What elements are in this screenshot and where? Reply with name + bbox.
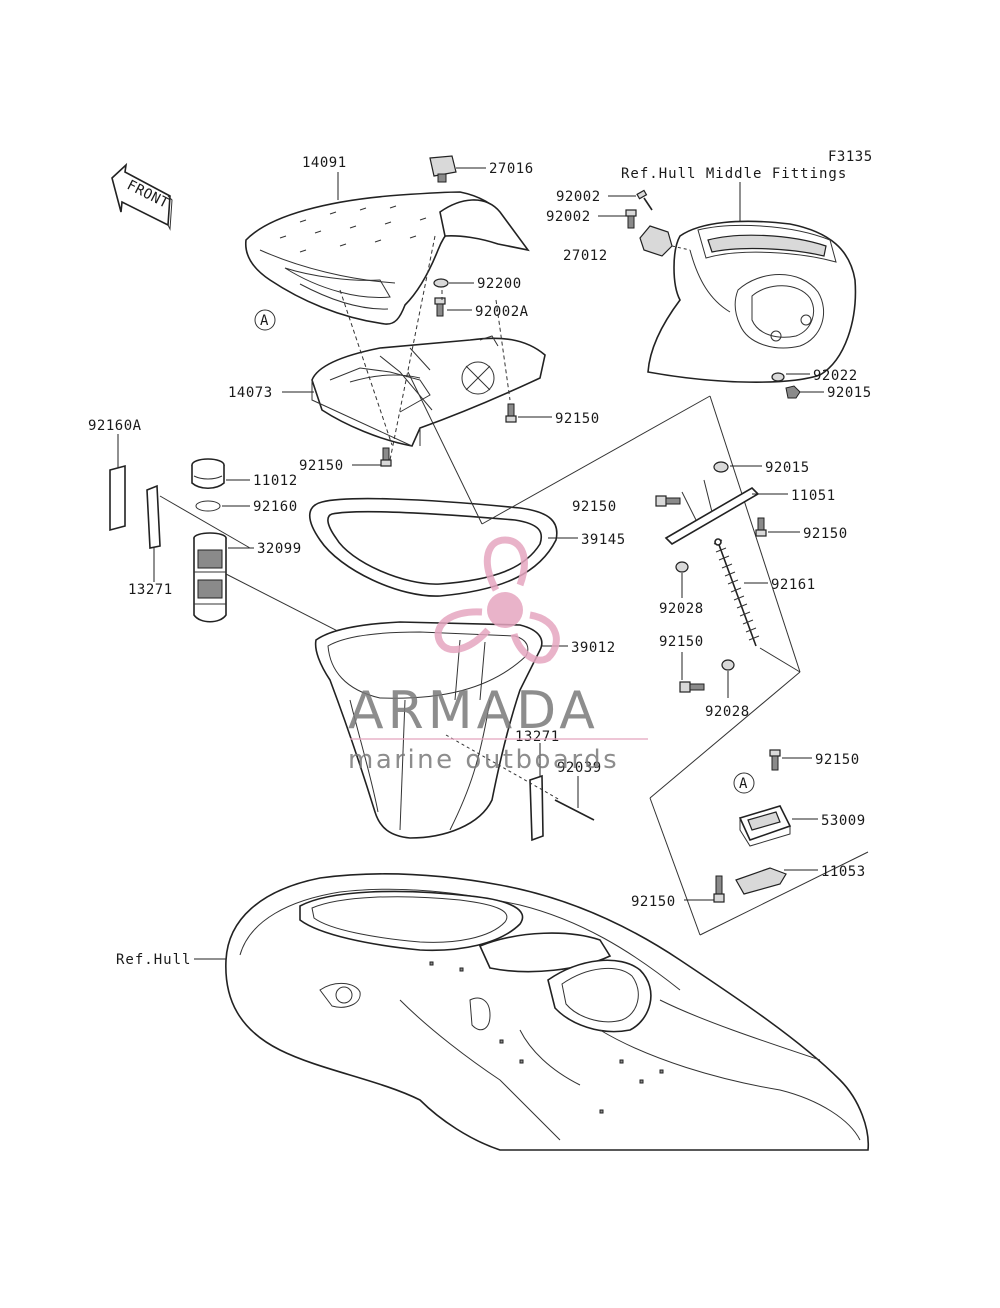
bolt-92150-top-drawing [505, 403, 517, 423]
part-11012: 11012 [253, 473, 298, 489]
part-27016: 27016 [489, 161, 534, 177]
part-92150-r3: 92150 [659, 634, 704, 650]
part-92150-top: 92150 [555, 411, 600, 427]
seat-base-14073 [311, 335, 546, 447]
hull-middle-fittings-drawing [647, 220, 857, 383]
part-92150-r2: 92150 [803, 526, 848, 542]
figure-code: F3135 [828, 149, 873, 165]
part-92161: 92161 [771, 577, 816, 593]
washer-92200-drawing [433, 278, 449, 288]
strip-13271-mid-drawing [529, 774, 544, 842]
front-direction-arrow: FRONT [111, 162, 173, 231]
part-13271-left: 13271 [128, 582, 173, 598]
strip-92160A-drawing [109, 464, 126, 532]
part-92015-top: 92015 [827, 385, 872, 401]
part-92022: 92022 [813, 368, 858, 384]
bolt-92002-b-drawing [625, 209, 637, 229]
part-92002-b: 92002 [546, 209, 591, 225]
bolt-92150-r3-drawing [679, 681, 705, 693]
part-92150-r5: 92150 [631, 894, 676, 910]
part-11053: 11053 [821, 864, 866, 880]
bracket-11053-drawing [735, 867, 787, 895]
part-92150-r1: 92150 [572, 499, 617, 515]
bolt-92002-a-drawing [636, 189, 653, 211]
bracket-27012-drawing [639, 225, 673, 257]
bracket-11051-drawing [664, 486, 760, 546]
part-92028-b: 92028 [705, 704, 750, 720]
watermark-tagline: marine outboards [348, 745, 619, 775]
cap-11012-drawing [191, 458, 225, 490]
latch-53009-drawing [738, 805, 792, 847]
callout-a-right-circle [733, 772, 755, 794]
nut-92015-mid-drawing [713, 461, 729, 473]
part-39012: 39012 [571, 640, 616, 656]
part-92028-a: 92028 [659, 601, 704, 617]
part-92200: 92200 [477, 276, 522, 292]
bolt-92150-r4-drawing [769, 749, 781, 771]
part-92160A: 92160A [88, 418, 142, 434]
part-13271-mid: 13271 [515, 729, 560, 745]
spring-92161-drawing [713, 538, 760, 647]
callout-a-left: A [260, 313, 269, 329]
part-27012: 27012 [563, 248, 608, 264]
storage-bin-39012-drawing [314, 621, 543, 839]
part-32099: 32099 [257, 541, 302, 557]
part-92002-a: 92002 [556, 189, 601, 205]
o-ring-92160-drawing [195, 500, 221, 512]
guide-lines [339, 235, 511, 461]
part-92015-mid: 92015 [765, 460, 810, 476]
seat-cover-14091 [245, 191, 530, 325]
bolt-92150-r5-drawing [713, 875, 725, 903]
bushing-92028-a-drawing [675, 561, 689, 573]
armada-watermark: ARMADA marine outboards [348, 536, 648, 775]
strip-13271-left-drawing [146, 484, 161, 549]
part-14073: 14073 [228, 385, 273, 401]
part-39145: 39145 [581, 532, 626, 548]
bolt-92150-r1-drawing [655, 495, 681, 507]
part-92039: 92039 [557, 760, 602, 776]
nut-92015-top-drawing [785, 385, 801, 399]
callout-a-left-circle [254, 309, 276, 331]
bolt-92150-r2-drawing [755, 517, 767, 537]
bolt-92150-left-drawing [380, 447, 392, 467]
watermark-brand: ARMADA [348, 681, 599, 741]
hull-drawing [225, 872, 870, 1151]
part-53009: 53009 [821, 813, 866, 829]
part-92150-r4: 92150 [815, 752, 860, 768]
tube-32099-drawing [193, 532, 227, 623]
washer-92022-drawing [771, 372, 785, 382]
part-27016-drawing [429, 155, 457, 183]
part-14091: 14091 [302, 155, 347, 171]
ref-hull-middle-fittings: Ref.Hull Middle Fittings [621, 166, 847, 182]
part-92002A: 92002A [475, 304, 529, 320]
part-92160: 92160 [253, 499, 298, 515]
bolt-92002A-drawing [434, 297, 446, 317]
propeller-logo [434, 536, 560, 664]
callout-a-right: A [739, 776, 748, 792]
ref-hull: Ref.Hull [116, 952, 191, 968]
bushing-92028-b-drawing [721, 659, 735, 671]
part-11051: 11051 [791, 488, 836, 504]
part-92150-left: 92150 [299, 458, 344, 474]
pin-92039-drawing [554, 799, 595, 821]
